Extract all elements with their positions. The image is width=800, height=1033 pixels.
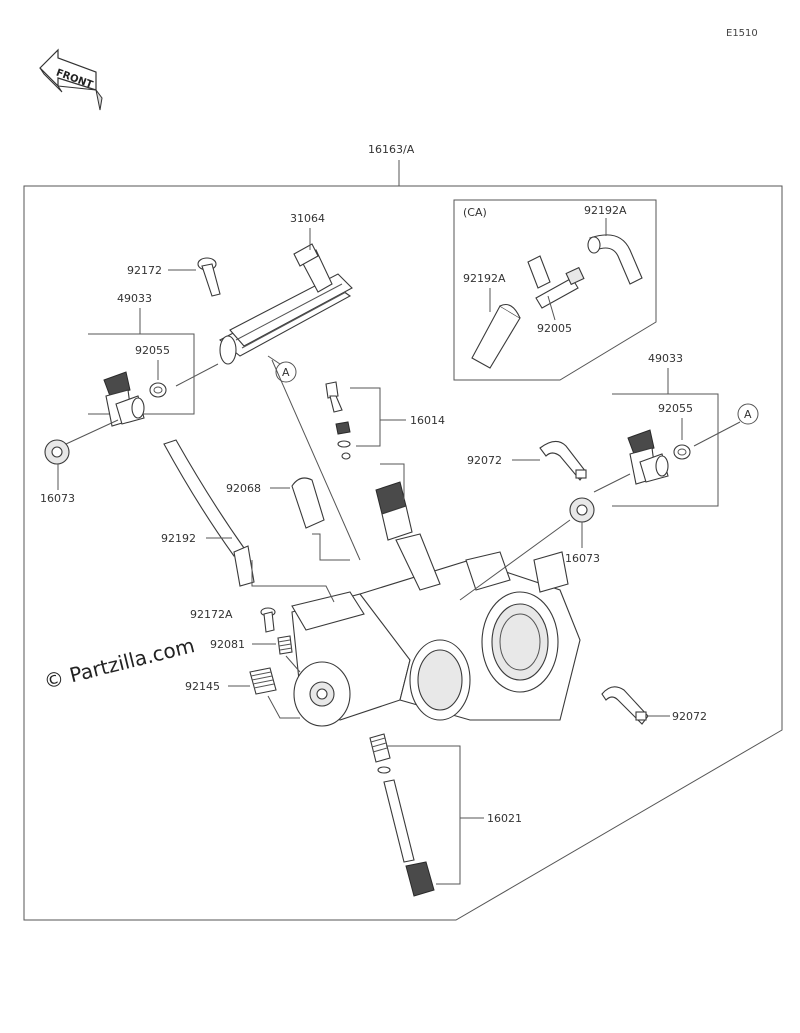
part-92192A-top: 92192A [584, 204, 627, 217]
hose-92192: 92192 [161, 439, 255, 587]
sensor-16014: 16014 [325, 381, 445, 460]
part-92005: 92005 [537, 322, 572, 335]
cap-92068: 92068 [226, 477, 325, 529]
washer-16073-right: 16073 [459, 497, 600, 601]
injector-group-left: 49033 92055 16073 [40, 292, 219, 505]
front-arrow-icon: FRONT [39, 48, 103, 111]
throttle-body [291, 481, 581, 727]
diagram-code: E1510 [726, 28, 758, 39]
part-92192A-left: 92192A [463, 272, 506, 285]
part-92055-right: 92055 [658, 402, 693, 415]
part-92081: 92081 [210, 638, 245, 651]
part-49033-right: 49033 [648, 352, 683, 365]
part-92172A: 92172A [190, 608, 233, 621]
inset-label: (CA) [463, 206, 487, 219]
ref-marker-a-left-label: A [282, 366, 290, 379]
ref-marker-a-right [737, 403, 759, 425]
screw-assembly-16021: 16021 [369, 733, 522, 897]
part-92072-top: 92072 [467, 454, 502, 467]
watermark: © Partzilla.com [41, 633, 197, 694]
part-16073-left: 16073 [40, 492, 75, 505]
ref-marker-a-right-label: A [744, 408, 752, 421]
part-16073-right: 16073 [565, 552, 600, 565]
clamp-92072-bottom: 92072 [601, 686, 707, 725]
part-49033-left: 49033 [117, 292, 152, 305]
ca-inset: (CA) 92192A 92192A 92005 [453, 199, 657, 381]
fuel-rail-31064: 31064 [219, 212, 353, 365]
part-31064: 31064 [290, 212, 325, 225]
part-92145: 92145 [185, 680, 220, 693]
part-92055-left: 92055 [135, 344, 170, 357]
part-92192: 92192 [161, 532, 196, 545]
ref-marker-a-left [275, 361, 297, 383]
part-92172: 92172 [127, 264, 162, 277]
injector-group-right: 49033 92055 A [593, 352, 759, 507]
part-16014: 16014 [410, 414, 445, 427]
spring-92145: 92145 [185, 667, 300, 719]
part-92072-bottom: 92072 [672, 710, 707, 723]
spring-92081: 92081 [210, 635, 301, 673]
screw-92172: 92172 [127, 257, 221, 297]
assembly-outline [23, 185, 783, 921]
clamp-92072-top: 92072 [467, 440, 587, 481]
part-92068: 92068 [226, 482, 261, 495]
assembly-label: 16163/A [368, 143, 415, 156]
screw-92172A: 92172A [190, 607, 276, 633]
part-16021: 16021 [487, 812, 522, 825]
